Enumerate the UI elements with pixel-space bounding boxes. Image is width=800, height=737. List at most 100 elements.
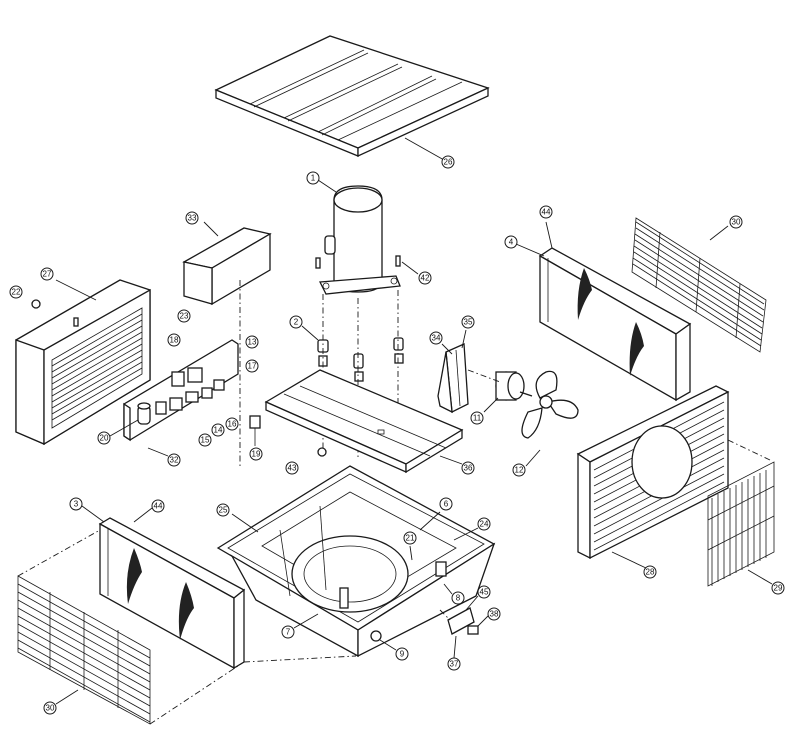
- svg-text:44: 44: [154, 502, 163, 511]
- drain-fittings: [439, 607, 479, 635]
- svg-text:43: 43: [288, 464, 297, 473]
- motor-bracket: [437, 343, 469, 414]
- svg-text:15: 15: [201, 436, 210, 445]
- callout-33: 33: [185, 211, 199, 225]
- relay: [249, 415, 261, 446]
- svg-text:16: 16: [228, 420, 237, 429]
- svg-text:23: 23: [180, 312, 189, 321]
- svg-text:8: 8: [456, 594, 461, 603]
- rear-guard-left: [17, 575, 151, 725]
- knob: [31, 299, 41, 309]
- callout-35: 35: [461, 315, 475, 329]
- callout-30-lower: 30: [43, 701, 57, 715]
- callout-22: 22: [9, 285, 23, 299]
- callout-28: 28: [643, 565, 657, 579]
- rear-guard-lower: [707, 461, 775, 587]
- svg-text:34: 34: [432, 334, 441, 343]
- svg-text:4: 4: [509, 238, 514, 247]
- svg-text:30: 30: [46, 704, 55, 713]
- svg-text:44: 44: [542, 208, 551, 217]
- svg-text:24: 24: [480, 520, 489, 529]
- svg-text:6: 6: [444, 500, 449, 509]
- svg-text:13: 13: [248, 338, 257, 347]
- svg-text:30: 30: [732, 218, 741, 227]
- callout-13: 13: [245, 335, 259, 349]
- callout-42: 42: [418, 271, 432, 285]
- svg-text:7: 7: [286, 628, 291, 637]
- callout-1: 1: [306, 171, 320, 185]
- base-pan: [216, 465, 496, 658]
- callout-6: 6: [439, 497, 453, 511]
- callout-20: 20: [97, 431, 111, 445]
- svg-text:14: 14: [214, 426, 223, 435]
- callout-30-upper: 30: [729, 215, 743, 229]
- svg-text:2: 2: [294, 318, 299, 327]
- left-coil-panel: [98, 517, 246, 670]
- svg-text:26: 26: [444, 158, 453, 167]
- callout-23: 23: [177, 309, 191, 323]
- rear-guard-upper: [631, 217, 767, 353]
- svg-text:38: 38: [490, 610, 499, 619]
- svg-text:22: 22: [12, 288, 21, 297]
- svg-text:18: 18: [170, 336, 179, 345]
- callout-19: 19: [249, 447, 263, 461]
- right-coil-panel: [538, 247, 692, 402]
- svg-text:12: 12: [515, 466, 524, 475]
- callout-44-upper: 44: [539, 205, 553, 219]
- svg-text:27: 27: [43, 270, 52, 279]
- callout-2: 2: [289, 315, 303, 329]
- callout-43: 43: [285, 461, 299, 475]
- callout-32: 32: [167, 453, 181, 467]
- callout-9: 9: [395, 647, 409, 661]
- callout-8: 8: [451, 591, 465, 605]
- callout-25: 25: [216, 503, 230, 517]
- callout-44-lower: 44: [151, 499, 165, 513]
- svg-text:3: 3: [74, 500, 79, 509]
- base-plate: [264, 369, 464, 474]
- svg-text:1: 1: [311, 174, 316, 183]
- svg-text:21: 21: [406, 534, 415, 543]
- callout-15: 15: [198, 433, 212, 447]
- callout-4: 4: [504, 235, 518, 249]
- callout-36: 36: [461, 461, 475, 475]
- control-box-cover: [182, 227, 272, 306]
- callout-38: 38: [487, 607, 501, 621]
- rear-panel-with-opening: [576, 385, 730, 560]
- svg-text:32: 32: [170, 456, 179, 465]
- svg-text:11: 11: [473, 414, 482, 423]
- svg-text:35: 35: [464, 318, 473, 327]
- callout-27: 27: [40, 267, 54, 281]
- fan-blade: [521, 370, 579, 439]
- svg-text:17: 17: [248, 362, 257, 371]
- callout-17: 17: [245, 359, 259, 373]
- callout-34: 34: [429, 331, 443, 345]
- svg-text:20: 20: [100, 434, 109, 443]
- callout-7: 7: [281, 625, 295, 639]
- svg-text:33: 33: [188, 214, 197, 223]
- svg-text:28: 28: [646, 568, 655, 577]
- callout-21: 21: [403, 531, 417, 545]
- svg-text:19: 19: [252, 450, 261, 459]
- callout-3: 3: [69, 497, 83, 511]
- callout-18: 18: [167, 333, 181, 347]
- callout-11: 11: [470, 411, 484, 425]
- svg-text:45: 45: [480, 588, 489, 597]
- compressor: [318, 185, 401, 295]
- callout-26: 26: [441, 155, 455, 169]
- fan-motor: [495, 371, 533, 401]
- top-cover-panel: [214, 35, 490, 158]
- svg-text:37: 37: [450, 660, 459, 669]
- svg-text:25: 25: [219, 506, 228, 515]
- svg-text:29: 29: [774, 584, 783, 593]
- svg-text:42: 42: [421, 274, 430, 283]
- callout-12: 12: [512, 463, 526, 477]
- callout-14: 14: [211, 423, 225, 437]
- front-grille-left: [15, 279, 151, 446]
- control-panel: [123, 339, 239, 442]
- callout-29: 29: [771, 581, 785, 595]
- callout-16: 16: [225, 417, 239, 431]
- callout-24: 24: [477, 517, 491, 531]
- svg-text:36: 36: [464, 464, 473, 473]
